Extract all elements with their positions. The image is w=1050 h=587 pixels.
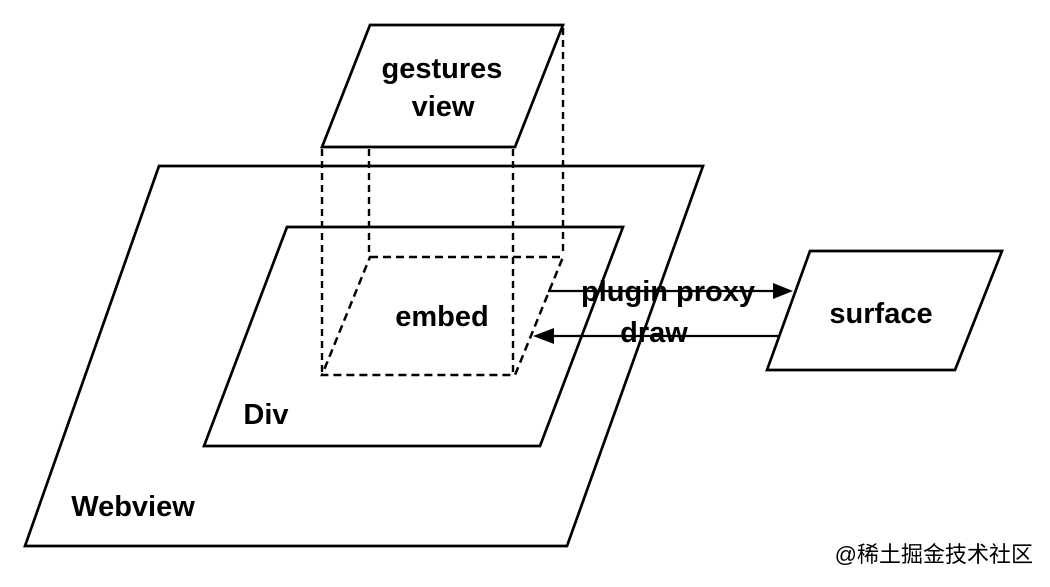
plugin-proxy-arrow-label: plugin proxy: [581, 276, 755, 308]
watermark: @稀土掘金技术社区: [835, 542, 1033, 567]
div-label: Div: [243, 399, 288, 431]
plugin-proxy-arrowhead: [773, 283, 793, 299]
embed-label: embed: [395, 301, 488, 333]
gestures-view-shape: [320, 23, 565, 149]
webview-label: Webview: [71, 491, 195, 523]
webview-shape: [23, 164, 705, 548]
draw-arrow-label: draw: [620, 317, 688, 349]
surface-shape: [765, 249, 1004, 372]
surface-label: surface: [829, 298, 932, 330]
gestures-view-label-line1: gestures: [382, 53, 503, 85]
div-shape: [202, 225, 625, 448]
gestures-view-label-line2: view: [412, 91, 475, 123]
draw-arrowhead: [533, 328, 554, 344]
